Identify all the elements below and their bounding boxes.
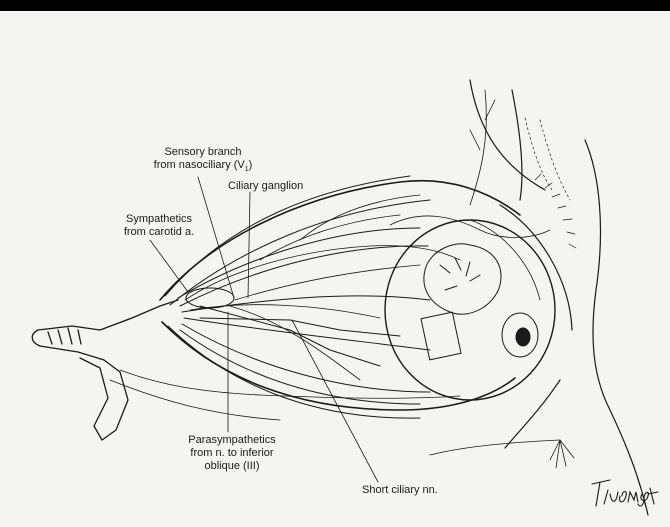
ciliary-ganglion-body: [186, 288, 234, 308]
label-sympathetics-line1: Sympathetics: [112, 213, 206, 226]
label-parasympathetics-line1: Parasympathetics: [180, 434, 284, 447]
label-sympathetics-line2: from carotid a.: [112, 226, 206, 239]
label-parasympathetics-line2: from n. to inferior: [180, 447, 284, 460]
label-sympathetics: Sympathetics from carotid a.: [112, 213, 206, 239]
leader-sympathetics: [150, 240, 188, 292]
label-ciliary-ganglion: Ciliary ganglion: [228, 180, 303, 193]
label-ciliary-ganglion-text: Ciliary ganglion: [228, 180, 303, 193]
label-sensory-line2-text: from nasociliary (V: [154, 159, 245, 171]
label-sensory-line2: from nasociliary (V1): [148, 159, 258, 176]
optic-nerve: [32, 300, 178, 440]
pupil: [516, 328, 530, 346]
label-parasympathetics-line3: oblique (III): [180, 460, 284, 473]
label-sensory-line1: Sensory branch: [148, 146, 258, 159]
label-parasympathetics: Parasympathetics from n. to inferior obl…: [180, 434, 284, 473]
leader-ciliary-ganglion: [248, 192, 250, 298]
label-sensory-line2-end: ): [249, 159, 253, 171]
artist-signature: [588, 474, 662, 510]
label-short-ciliary-nn: Short ciliary nn.: [362, 484, 438, 497]
label-sensory-branch: Sensory branch from nasociliary (V1): [148, 146, 258, 176]
label-short-ciliary-text: Short ciliary nn.: [362, 484, 438, 497]
orbit-cone: [160, 176, 520, 418]
lacrimal-gland: [424, 244, 501, 314]
superior-oblique-tendon: [421, 312, 461, 360]
